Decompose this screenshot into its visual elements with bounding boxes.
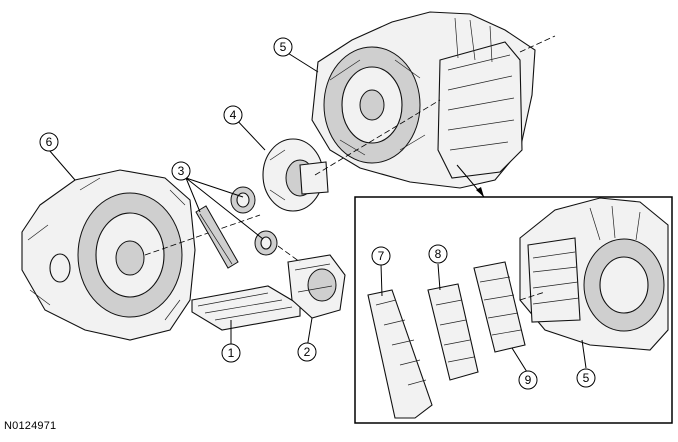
transmission-case [311,11,556,189]
callout-bubble-6: 6 [39,132,59,152]
callout-label-9: 9 [525,373,532,387]
callout-label-8: 8 [435,247,442,261]
oil-pump [262,99,441,212]
inset-transmission-case [519,197,669,351]
oil-filter [191,285,301,331]
callout-label-3: 3 [178,164,185,178]
callout-bubble-4: 4 [223,105,243,125]
callout-bubble-9: 9 [518,370,538,390]
callout-bubble-5-inset: 5 [576,368,596,388]
callout-bubble-2: 2 [297,342,317,362]
callout-label-6: 6 [46,135,53,149]
callout-bubble-7: 7 [371,246,391,266]
callout-label-2: 2 [304,345,311,359]
callout-bubble-1: 1 [221,343,241,363]
figure-id: N0124971 [4,420,57,432]
callout-label-1: 1 [228,346,235,360]
callout-bubble-3: 3 [171,161,191,181]
sprocket-and-chain [195,186,278,269]
callout-bubble-5-top: 5 [273,37,293,57]
callouts-inset [380,263,587,373]
callout-bubble-8: 8 [428,244,448,264]
pump-cover [277,245,346,319]
callout-label-5-top: 5 [280,40,287,54]
inset-separator-plate [427,283,479,381]
inset-valve-body-cover [367,289,433,419]
callout-label-5-inset: 5 [583,371,590,385]
inset-valve-body [473,261,546,353]
callout-label-4: 4 [230,108,237,122]
callout-label-7: 7 [378,249,385,263]
